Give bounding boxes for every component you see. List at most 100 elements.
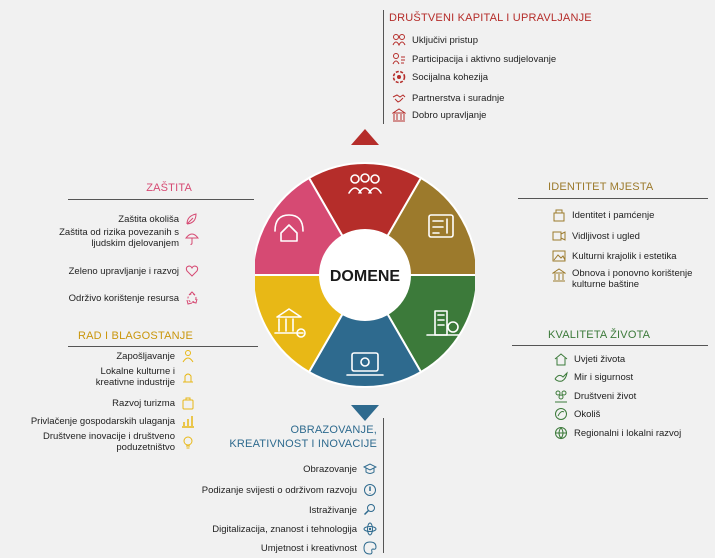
education-item-1-label: Obrazovanje — [303, 463, 357, 475]
protection-item-4: Održivo korištenje resursa — [69, 291, 199, 305]
protection-item-1-label: Zaštita okoliša — [118, 213, 179, 225]
heritage-temple-icon — [551, 268, 567, 282]
identity-domain-icon — [428, 214, 454, 238]
luggage-icon — [181, 396, 195, 410]
protection-item-4-label: Održivo korištenje resursa — [68, 292, 179, 304]
identity-item-1-label: Identitet i pamćenje — [572, 209, 655, 221]
identity-memory-icon — [552, 208, 566, 222]
education-item-2-label: Podizanje svijesti o održivom razvoju — [201, 484, 357, 496]
education-domain-icon — [346, 352, 384, 376]
dove-icon — [554, 370, 568, 384]
green-heart-icon — [185, 264, 199, 278]
identity-item-2: Vidljivost i ugled — [552, 229, 640, 243]
people-participation-icon — [392, 52, 406, 66]
landscape-icon — [552, 249, 566, 263]
work-item-4: Privlačenje gospodarskih ulaganja — [31, 414, 195, 428]
awareness-icon — [363, 483, 377, 497]
innovation-icon — [181, 435, 195, 449]
quality-item-5-label: Regionalni i lokalni razvoj — [574, 427, 682, 439]
work-title: RAD I BLAGOSTANJE — [77, 330, 193, 342]
social-title: DRUŠTVENI KAPITAL I UPRAVLJANJE — [389, 12, 592, 24]
identity-item-3-label: Kulturni krajolik i estetika — [572, 250, 677, 262]
social-item-1: Uključivi pristup — [392, 33, 478, 47]
protection-item-3: Zeleno upravljanje i razvoj — [69, 264, 199, 278]
identity-item-4: Obnova i ponovno korištenje kulturne baš… — [551, 268, 712, 290]
social-item-2-label: Participacija i aktivno sudjelovanje — [412, 53, 557, 65]
education-segment — [307, 272, 423, 389]
identity-item-2-label: Vidljivost i ugled — [572, 230, 640, 242]
quality-item-1-label: Uvjeti života — [574, 353, 626, 365]
identity-item-3: Kulturni krajolik i estetika — [552, 249, 677, 263]
community-icon — [554, 389, 568, 403]
quality-item-4-label: Okoliš — [574, 408, 601, 420]
social-item-5: Dobro upravljanje — [391, 108, 487, 122]
quality-item-2-label: Mir i sigurnost — [574, 371, 634, 383]
education-item-5: Umjetnost i kreativnost — [261, 541, 377, 555]
social-item-3-label: Socijalna kohezija — [412, 71, 489, 83]
center-circle — [319, 229, 411, 321]
protection-item-1: Zaštita okoliša — [118, 212, 199, 226]
protection-item-3-label: Zeleno upravljanje i razvoj — [68, 265, 179, 277]
quality-domain-icon — [426, 310, 460, 336]
education-title-line2: KREATIVNOST I INOVACIJE — [229, 438, 377, 450]
leaf-hand-icon — [185, 212, 199, 226]
work-item-2-label: Lokalne kulturne i kreativne industrije — [95, 366, 175, 388]
work-item-5-label: Društvene inovacije i društveno poduzetn… — [42, 431, 175, 453]
education-title-line1: OBRAZOVANJE, — [290, 424, 377, 436]
social-item-2: Participacija i aktivno sudjelovanje — [392, 52, 556, 66]
environment-icon — [554, 407, 568, 421]
visibility-icon — [552, 229, 566, 243]
work-item-1-label: Zapošljavanje — [116, 350, 175, 362]
education-item-4: Digitalizacija, znanost i tehnologija — [212, 522, 377, 536]
house-icon — [554, 352, 568, 366]
work-item-2: Lokalne kulturne i kreativne industrije — [75, 366, 195, 388]
globe-icon — [554, 426, 568, 440]
protection-item-2-label: Zaštita od rizika povezanih s ljudskim d… — [59, 227, 179, 249]
quality-item-3-label: Društveni život — [574, 390, 637, 402]
work-rule — [68, 346, 258, 347]
magnifier-icon — [363, 503, 377, 517]
center-label: DOMENE — [330, 268, 401, 285]
work-item-5: Društvene inovacije i društveno poduzetn… — [35, 431, 195, 453]
quality-item-1: Uvjeti života — [554, 352, 625, 366]
work-item-1: Zapošljavanje — [116, 349, 195, 363]
education-connector-line — [383, 418, 384, 553]
identity-item-4-label: Obnova i ponovno korištenje kulturne baš… — [572, 268, 693, 290]
education-item-3-label: Istraživanje — [308, 504, 357, 516]
education-item-5-label: Umjetnost i kreativnost — [260, 542, 357, 554]
protection-rule — [68, 199, 254, 200]
quality-item-3: Društveni život — [554, 389, 636, 403]
protection-item-2: Zaštita od rizika povezanih s ljudskim d… — [31, 227, 200, 249]
social-item-4-label: Partnerstva i suradnje — [412, 92, 505, 104]
bottom-arrow-tip — [351, 405, 379, 421]
quality-rule — [512, 345, 708, 346]
social-domain-icon — [348, 173, 382, 194]
quality-item-4: Okoliš — [554, 407, 600, 421]
domains-wheel: DOMENE — [255, 129, 475, 421]
quality-title: KVALITETA ŽIVOTA — [548, 329, 651, 341]
education-item-2: Podizanje svijesti o održivom razvoju — [202, 483, 377, 497]
social-item-1-label: Uključivi pristup — [412, 34, 478, 46]
work-item-3: Razvoj turizma — [112, 396, 195, 410]
quality-item-2: Mir i sigurnost — [554, 370, 633, 384]
people-inclusion-icon — [392, 33, 406, 47]
protection-title: ZAŠTITA — [146, 182, 192, 194]
education-item-3: Istraživanje — [309, 503, 377, 517]
education-item-4-label: Digitalizacija, znanost i tehnologija — [212, 523, 357, 535]
investment-icon — [181, 414, 195, 428]
work-item-3-label: Razvoj turizma — [112, 397, 175, 409]
social-cohesion-icon — [392, 70, 406, 84]
social-segment — [307, 161, 423, 278]
craft-icon — [181, 370, 195, 384]
social-item-5-label: Dobro upravljanje — [412, 109, 487, 121]
identity-item-1: Identitet i pamćenje — [552, 208, 654, 222]
palette-icon — [363, 541, 377, 555]
work-item-4-label: Privlačenje gospodarskih ulaganja — [30, 415, 175, 427]
education-item-1: Obrazovanje — [303, 462, 378, 476]
quality-item-5: Regionalni i lokalni razvoj — [554, 426, 681, 440]
worker-icon — [181, 349, 195, 363]
protection-domain-icon — [274, 214, 304, 242]
handshake-icon — [392, 91, 406, 105]
atom-icon — [363, 522, 377, 536]
top-arrow-tip — [351, 129, 379, 145]
